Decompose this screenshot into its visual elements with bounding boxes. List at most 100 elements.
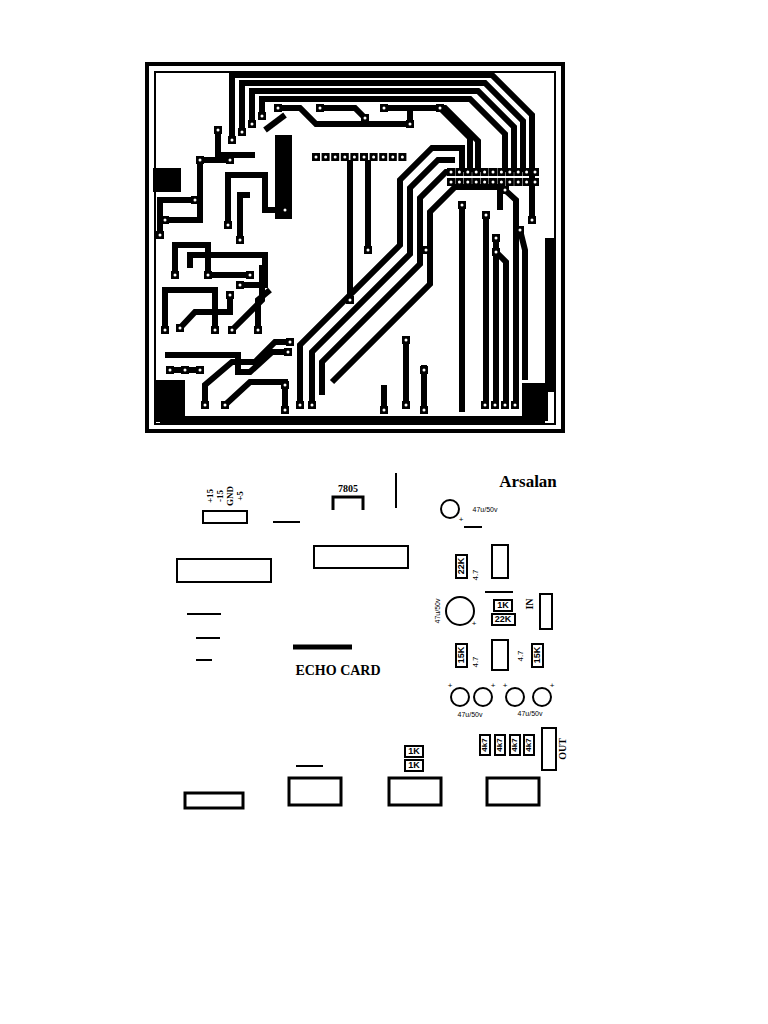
capacitor-outline bbox=[492, 640, 508, 670]
silk-line bbox=[395, 473, 397, 508]
pad-square bbox=[464, 178, 472, 186]
pad-hole bbox=[315, 156, 318, 159]
copper-pad bbox=[481, 401, 489, 409]
pad-square bbox=[447, 168, 455, 176]
pad-square bbox=[281, 206, 289, 214]
pad-square bbox=[489, 168, 497, 176]
capacitor-value: 47u/50v bbox=[518, 710, 543, 717]
pad-hole bbox=[284, 209, 287, 212]
pad-square bbox=[420, 406, 428, 414]
capacitor-value: 4.7 bbox=[472, 656, 480, 667]
copper-pad bbox=[472, 168, 480, 176]
copper-pad bbox=[514, 168, 522, 176]
copper-pad bbox=[420, 406, 428, 414]
pad-hole bbox=[324, 156, 327, 159]
copper-trace bbox=[170, 367, 200, 373]
copper-pad bbox=[501, 186, 509, 194]
copper-trace bbox=[265, 115, 285, 130]
pad-hole bbox=[231, 139, 234, 142]
silk-line bbox=[196, 637, 220, 639]
copper-pad bbox=[248, 120, 256, 128]
pad-square bbox=[531, 178, 539, 186]
pad-hole bbox=[484, 404, 487, 407]
resistor-box: 15K bbox=[455, 643, 468, 668]
pad-hole bbox=[461, 204, 464, 207]
pad-square bbox=[398, 153, 406, 161]
copper-pad bbox=[491, 401, 499, 409]
copper-trace bbox=[421, 365, 427, 410]
pad-square bbox=[489, 178, 497, 186]
pad-square bbox=[472, 168, 480, 176]
board-title: ECHO CARD bbox=[295, 664, 380, 678]
copper-fill bbox=[153, 168, 181, 192]
pad-hole bbox=[372, 156, 375, 159]
silkscreen-layer bbox=[177, 473, 556, 808]
pad-hole bbox=[334, 156, 337, 159]
pad-hole bbox=[239, 239, 242, 242]
copper-pad bbox=[236, 236, 244, 244]
pad-square bbox=[191, 196, 199, 204]
pad-hole bbox=[199, 369, 202, 372]
copper-trace bbox=[493, 238, 499, 405]
resistor-box: 22K bbox=[491, 613, 516, 626]
pad-square bbox=[284, 348, 292, 356]
resistor-value: 1K bbox=[408, 761, 420, 770]
copper-pad bbox=[350, 153, 358, 161]
copper-pad bbox=[226, 156, 234, 164]
pad-hole bbox=[450, 171, 453, 174]
signal-name: IN bbox=[525, 598, 535, 609]
pad-square bbox=[492, 234, 500, 242]
pad-square bbox=[514, 168, 522, 176]
copper-pad bbox=[455, 178, 463, 186]
capacitor-value: 47u/50v bbox=[458, 711, 483, 718]
copper-trace bbox=[459, 205, 465, 412]
copper-trace bbox=[520, 230, 525, 380]
copper-pad bbox=[464, 168, 472, 176]
pad-square bbox=[420, 366, 428, 374]
copper-pad bbox=[447, 168, 455, 176]
pad-hole bbox=[517, 181, 520, 184]
copper-pad bbox=[492, 234, 500, 242]
pad-square bbox=[286, 338, 294, 346]
silk-line bbox=[293, 645, 352, 650]
copper-pad bbox=[181, 366, 189, 374]
pad-hole bbox=[485, 214, 488, 217]
resistor-box: 22K bbox=[455, 554, 468, 579]
silk-line bbox=[464, 526, 482, 528]
pad-square bbox=[481, 178, 489, 186]
pad-square bbox=[274, 104, 282, 112]
pad-hole bbox=[401, 156, 404, 159]
author-name: Arsalan bbox=[499, 473, 557, 490]
pad-square bbox=[464, 168, 472, 176]
copper-trace bbox=[320, 108, 365, 118]
pad-square bbox=[226, 156, 234, 164]
pad-square bbox=[523, 178, 531, 186]
capacitor-value: 4.7 bbox=[472, 569, 480, 580]
resistor-value: 1K bbox=[408, 747, 420, 756]
copper-pad bbox=[214, 126, 222, 134]
pad-hole bbox=[164, 219, 167, 222]
pad-hole bbox=[466, 181, 469, 184]
ground-rail bbox=[160, 416, 545, 424]
pad-square bbox=[472, 178, 480, 186]
copper-pad bbox=[284, 348, 292, 356]
regulator-outline bbox=[333, 497, 363, 510]
pad-hole bbox=[439, 107, 442, 110]
copper-pad bbox=[531, 168, 539, 176]
part-name: 7805 bbox=[338, 484, 358, 494]
copper-pad bbox=[281, 406, 289, 414]
pad-square bbox=[156, 231, 164, 239]
pad-hole bbox=[364, 117, 367, 120]
silk-line bbox=[187, 613, 221, 615]
pad-hole bbox=[517, 171, 520, 174]
copper-fill bbox=[545, 238, 555, 388]
pad-hole bbox=[423, 369, 426, 372]
copper-pad bbox=[360, 153, 368, 161]
copper-pad bbox=[224, 221, 232, 229]
pad-hole bbox=[194, 199, 197, 202]
pad-square bbox=[422, 246, 430, 254]
copper-pad bbox=[497, 178, 505, 186]
copper-pad bbox=[516, 226, 524, 234]
pad-square bbox=[380, 406, 388, 414]
